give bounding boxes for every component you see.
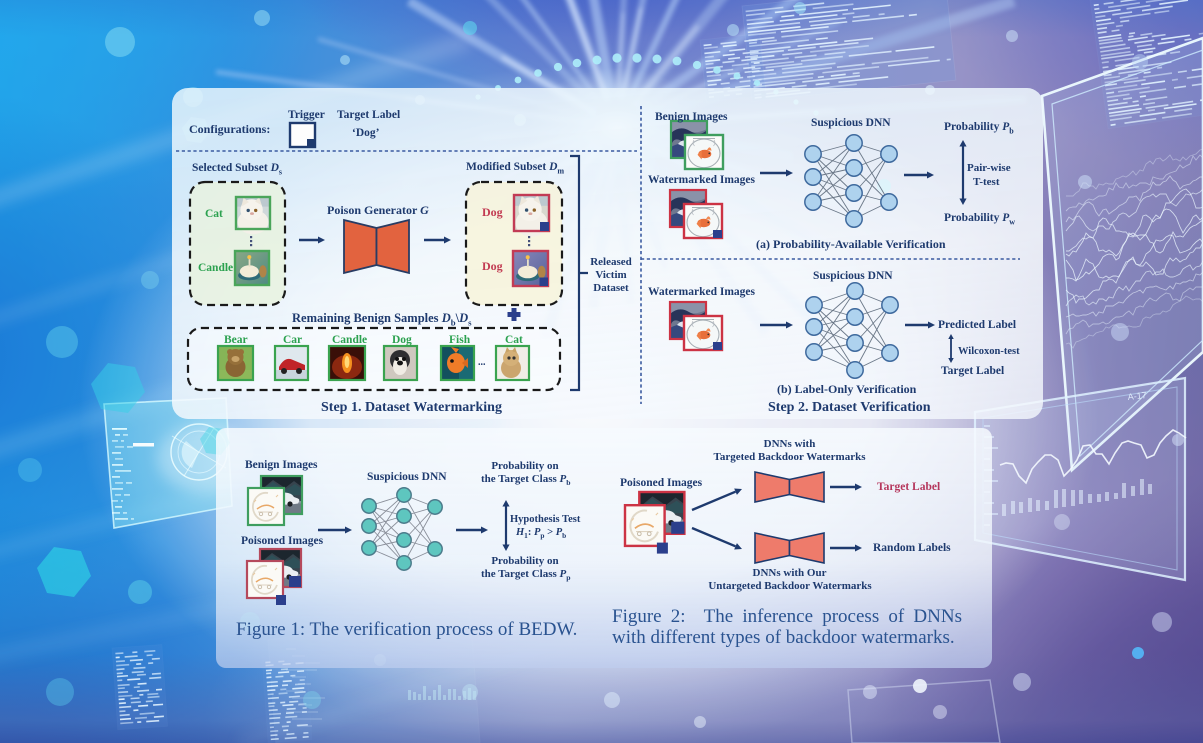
svg-text:A-17: A-17	[1127, 390, 1147, 402]
svg-text:...: ...	[478, 357, 486, 368]
